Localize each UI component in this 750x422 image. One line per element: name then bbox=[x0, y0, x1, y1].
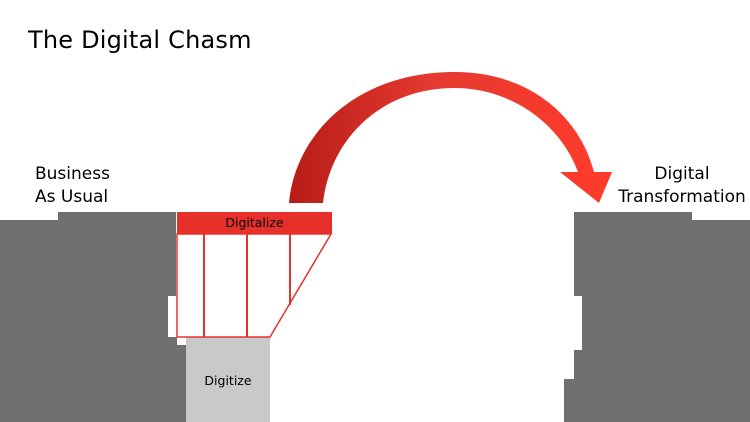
page-title: The Digital Chasm bbox=[28, 26, 252, 54]
right-label-line1: Digital bbox=[654, 164, 710, 184]
right-label-line2: Transformation bbox=[618, 187, 746, 207]
digitize-label: Digitize bbox=[204, 373, 252, 388]
digitalize-bridge-frame bbox=[176, 233, 333, 338]
left-label-line2: As Usual bbox=[35, 187, 109, 207]
right-cliff bbox=[564, 212, 750, 422]
digitalize-bar bbox=[177, 212, 332, 234]
left-cliff bbox=[0, 212, 186, 422]
left-label-line1: Business bbox=[35, 164, 110, 184]
leap-arrow bbox=[289, 72, 612, 203]
business-as-usual-label: Business As Usual bbox=[35, 163, 110, 209]
digitize-block bbox=[186, 337, 270, 422]
digitalize-label: Digitalize bbox=[225, 215, 284, 230]
digital-transformation-label: Digital Transformation bbox=[618, 163, 746, 209]
